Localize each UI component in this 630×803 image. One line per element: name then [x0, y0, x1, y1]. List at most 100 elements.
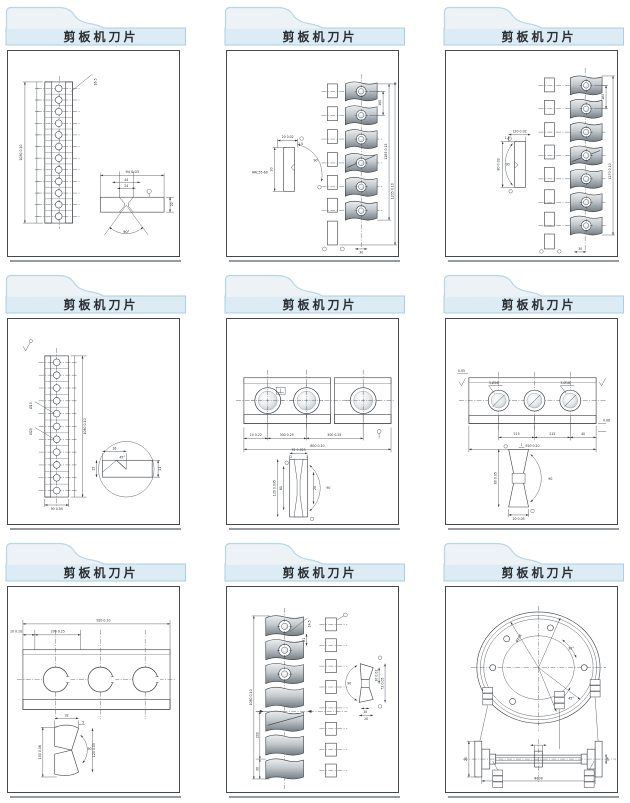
section-view: 80 0.05 20 0.05 1 90: [494, 443, 553, 521]
dim-label: 15: [91, 467, 95, 471]
technical-drawing-circular-blade: Ø108 30° 45°: [462, 605, 616, 788]
dim-label: 180: [378, 100, 382, 106]
angle-label: 90: [506, 162, 510, 166]
technical-drawing-blade-strip: 1080 0.10 16.5 94 0.03 44 24: [19, 73, 174, 236]
card-title: 剪板机刀片: [501, 29, 576, 44]
detail-view: 90 30 0.02 72 0.05 10 20: [345, 655, 386, 721]
blade-front-view: [36, 75, 81, 230]
dim-label: 20: [364, 717, 368, 721]
technical-drawing-strip-with-detail: Ø13 Ø20 1080 0.10 90 0.05: [22, 339, 162, 511]
product-card-2[interactable]: 剪板机刀片: [443, 3, 625, 265]
card-title: 剪板机刀片: [63, 29, 138, 44]
drawing-card: 1080 0.10 200 30 14.5 21: [226, 586, 399, 793]
folder-tab-header: 剪板机刀片: [443, 274, 625, 314]
dim-label: 300 0.25: [280, 433, 294, 437]
drawing-card: Ø108 30° 45°: [445, 586, 618, 793]
dim-label: 20 0.02: [282, 135, 294, 139]
card-title: 剪板机刀片: [63, 297, 138, 312]
folder-tab-header: 剪板机刀片: [443, 6, 625, 46]
dim-label: 1080 0.10: [19, 144, 23, 160]
angle-label: 90: [313, 158, 317, 162]
dim-label: 10 0.22: [250, 433, 262, 437]
technical-drawing-wide-segments: 1080 0.10 200 30 14.5 21: [249, 607, 386, 789]
folder-tab-header: 剪板机刀片: [5, 542, 187, 582]
disc-front-view: Ø108 30° 45°: [470, 605, 607, 732]
leader-note: 16.5: [70, 73, 97, 93]
dim-label: 22: [170, 202, 174, 206]
dim-label: 11: [158, 467, 162, 471]
dimensions: 920 0.10 200 0.25 10 0.10: [10, 619, 171, 650]
dim-label: 25: [464, 757, 468, 761]
dim-label: 800 0.10: [310, 444, 324, 448]
blade-front-view: [538, 68, 607, 254]
angle-label: 90°: [123, 230, 130, 234]
card-title: 剪板机刀片: [282, 565, 357, 580]
dim-label: 14.5: [308, 620, 312, 627]
dim-label: 32: [65, 714, 69, 718]
dim-label: 80 0.03: [497, 158, 501, 170]
dim-label: 14: [606, 757, 610, 761]
technical-drawing-plate-top-dims: 920 0.10 200 0.25 10 0.10: [10, 619, 177, 778]
angle-label: 90: [88, 747, 92, 751]
folder-tab-header: 剪板机刀片: [5, 274, 187, 314]
card-shadow: [229, 260, 400, 262]
dim-label: 1.5: [505, 136, 510, 140]
dim-label: 1185 0.15: [384, 143, 388, 159]
section-view: 20 0.02 1.5 30 90 HRC55-60: [252, 135, 323, 192]
dim-label: 60: [279, 486, 283, 490]
strip-column: [319, 612, 348, 778]
dim-label: 30: [270, 167, 274, 171]
dim-label: 185: [601, 94, 605, 100]
card-title: 剪板机刀片: [63, 565, 138, 580]
dim-label: 20 0.05: [513, 517, 525, 521]
product-card-6[interactable]: 剪板机刀片 920 0.10 200 0.25 10 0.10: [5, 539, 187, 801]
product-card-4[interactable]: 剪板机刀片: [224, 271, 406, 533]
dim-label: 5: [82, 720, 84, 724]
right-dimensions: 185 1270 0.10 30: [574, 75, 616, 253]
dim-label: 0.06: [603, 419, 610, 423]
dim-label: 80 0.05: [494, 472, 498, 484]
dim-label: 920 0.10: [525, 444, 539, 448]
product-card-8[interactable]: 剪板机刀片: [443, 539, 625, 801]
blade-front-view: [16, 629, 177, 720]
dim-label: 920 0.10: [96, 619, 110, 623]
left-dimensions: 1080 0.10 200 30: [249, 615, 270, 780]
product-card-3[interactable]: 剪板机刀片 Ø13: [5, 271, 187, 533]
dim-label: 215: [549, 432, 555, 436]
section-view: 94 0.03 44 24 22 90°: [100, 170, 174, 236]
product-card-5[interactable]: 剪板机刀片 3-Ø26 3-Ø18 0.05: [443, 271, 625, 533]
blade-front-view: Ø13 Ø20: [28, 347, 75, 507]
dim-label: Ø13: [28, 402, 33, 409]
leader-note: 14.5 21: [289, 617, 312, 646]
product-card-7[interactable]: 剪板机刀片: [224, 539, 406, 801]
dim-label: 72 0.05: [381, 677, 385, 689]
dim-label: 30 0.02: [375, 670, 379, 682]
detail-view: 16 45° 15 11: [91, 441, 162, 498]
dim-label: 10: [363, 710, 367, 714]
card-title: 剪板机刀片: [501, 297, 576, 312]
angle-label: 90: [548, 477, 552, 481]
technical-drawing-segmented-blade-7: 185 1270 0.10 30 120 0.02 1.5 80 0.03: [497, 68, 616, 254]
product-card-1[interactable]: 剪板机刀片: [224, 3, 406, 265]
technical-drawing-segmented-blade: 180 1185 0.15 1205 0.10 30 20 0.02 1.5: [252, 73, 397, 254]
dimensions: 10 0.22 300 0.25 300 0.25 800 0.10: [243, 415, 392, 453]
dim-label: Ø20: [28, 428, 33, 435]
section-view: 120 0.02 1.5 80 0.03 90: [497, 129, 531, 194]
dim-label: 3-Ø18: [560, 380, 570, 385]
dim-label: 1270 0.10: [608, 163, 612, 179]
card-title: 剪板机刀片: [501, 565, 576, 580]
card-shadow: [10, 260, 181, 262]
dim-label: 200: [255, 732, 259, 738]
technical-drawing-plate-3-holes: 3-Ø26 3-Ø18 0.05 215 215 40 920 0.10: [456, 369, 610, 521]
drawing-card: 180 1185 0.15 1205 0.10 30 20 0.02 1.5: [226, 50, 399, 257]
drawing-card: 3-Ø26 3-Ø18 0.05 215 215 40 920 0.10: [445, 318, 618, 525]
dim-label: 24: [124, 184, 128, 188]
card-shadow: [10, 528, 181, 530]
right-dimensions: 180 1185 0.15 1205 0.10 30: [339, 81, 397, 254]
dim-label: 30: [255, 767, 259, 771]
card-shadow: [448, 796, 619, 798]
callout-balloons: [479, 679, 601, 788]
drawing-card: 10 0.22 300 0.25 300 0.25 800 0.10 32 0.…: [226, 318, 399, 525]
product-card-0[interactable]: 剪板机刀片: [5, 3, 187, 265]
